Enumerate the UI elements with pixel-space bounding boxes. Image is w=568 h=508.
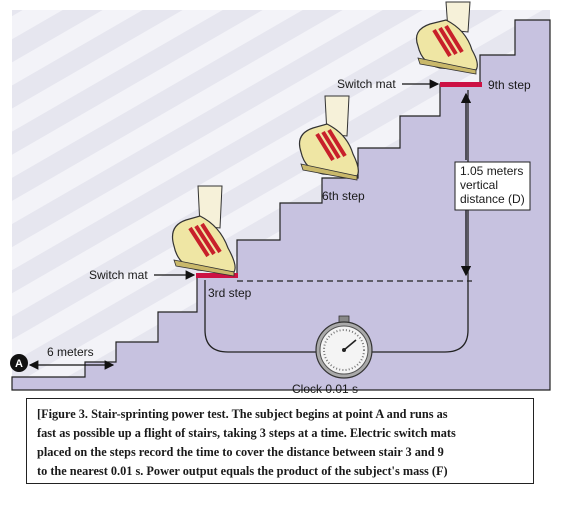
distance-label-box	[454, 161, 531, 211]
caption-line-2: fast as possible up a flight of stairs, …	[37, 426, 456, 440]
caption-line-4: to the nearest 0.01 s. Power output equa…	[37, 464, 448, 478]
point-a-label: A	[15, 358, 23, 370]
switch-mat-3rd-step	[196, 273, 238, 278]
switch-mat-9th-step	[440, 82, 482, 87]
shoe-icon	[415, 1, 478, 75]
sixth-step-label: 6th step	[322, 189, 365, 203]
timing-wire	[204, 90, 469, 353]
switch-mat-top-label: Switch mat	[337, 77, 396, 91]
stopwatch-icon	[315, 315, 373, 379]
distance-label-line2: vertical	[460, 178, 498, 192]
caption-line-3: placed on the steps record the time to c…	[37, 445, 444, 459]
staircase	[11, 19, 551, 391]
figure-caption: [Figure 3. Stair-sprinting power test. T…	[26, 398, 534, 484]
ninth-step-label: 9th step	[488, 78, 531, 92]
clock-label: Clock 0.01 s	[292, 382, 358, 396]
third-step-label: 3rd step	[208, 286, 252, 300]
six-meters-label: 6 meters	[47, 345, 94, 359]
caption-line-1: [Figure 3. Stair-sprinting power test. T…	[37, 407, 448, 421]
shoe-icon	[298, 95, 359, 181]
point-a-marker: A	[10, 354, 28, 372]
switch-mat-left-label: Switch mat	[89, 268, 148, 282]
distance-label-line3: distance (D)	[460, 192, 525, 206]
shoe-icon	[171, 185, 236, 277]
distance-label-line1: 1.05 meters	[460, 164, 523, 178]
